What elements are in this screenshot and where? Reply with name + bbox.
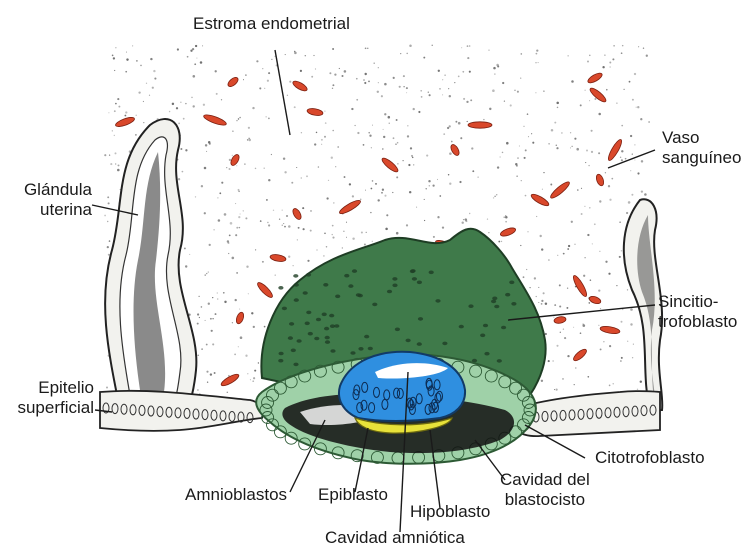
blood-vessel bbox=[586, 71, 603, 85]
blood-vessel bbox=[554, 316, 567, 324]
blood-vessel bbox=[595, 173, 605, 186]
blood-vessel bbox=[291, 207, 303, 221]
blood-vessel bbox=[203, 113, 228, 127]
label-syncytiotrophoblast: Sincitio-trofoblasto bbox=[658, 292, 737, 332]
blood-vessel bbox=[606, 138, 624, 162]
label-amniotic-cavity: Cavidad amniótica bbox=[325, 528, 465, 548]
blood-vessel bbox=[468, 122, 492, 128]
blood-vessel bbox=[530, 192, 551, 208]
blood-vessel bbox=[226, 76, 239, 89]
blood-vessel bbox=[572, 347, 588, 362]
uterine-gland-right bbox=[624, 199, 663, 410]
blood-vessel bbox=[549, 180, 571, 200]
blood-vessel bbox=[220, 372, 241, 388]
blood-vessel bbox=[499, 226, 516, 237]
blood-vessel bbox=[291, 79, 308, 93]
blood-vessel bbox=[270, 253, 287, 262]
label-cytotrophoblast: Citotrofoblasto bbox=[595, 448, 705, 468]
blood-vessel bbox=[115, 116, 136, 129]
blood-vessel bbox=[380, 156, 399, 174]
blood-vessel bbox=[588, 295, 601, 305]
label-amnioblasts: Amnioblastos bbox=[185, 485, 287, 505]
blood-vessel bbox=[235, 311, 245, 324]
blood-vessel bbox=[449, 143, 461, 157]
label-epiblast: Epiblasto bbox=[318, 485, 388, 505]
blood-vessel bbox=[600, 325, 621, 335]
label-hypoblast: Hipoblasto bbox=[410, 502, 490, 522]
blood-vessel bbox=[588, 86, 607, 104]
blood-vessel bbox=[307, 107, 324, 116]
uterine-gland bbox=[105, 119, 196, 412]
blood-vessel bbox=[256, 281, 275, 300]
blood-vessel bbox=[338, 198, 362, 216]
label-stroma: Estroma endometrial bbox=[193, 14, 350, 34]
blood-vessel bbox=[571, 274, 589, 298]
